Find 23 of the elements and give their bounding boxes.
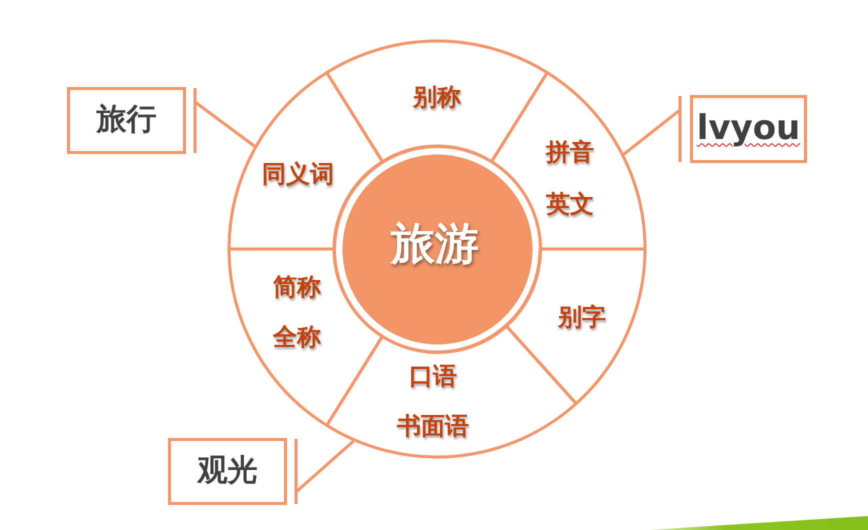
term-box	[690, 95, 807, 163]
ring-segment	[227, 247, 384, 427]
ring-segment	[504, 247, 647, 406]
term-box	[168, 438, 287, 505]
leader-line	[622, 94, 682, 164]
term-box	[67, 87, 186, 154]
term-label: lvyou	[696, 109, 800, 149]
segment-label: 别字	[558, 304, 606, 332]
term-label: 观光	[198, 454, 258, 489]
ring-segment	[227, 71, 384, 251]
segment-label: 拼音	[546, 139, 594, 167]
segment-label: 英文	[546, 191, 594, 219]
leader-line	[194, 86, 256, 154]
segment-label: 同义词	[262, 161, 334, 189]
center-label: 旅游	[391, 220, 479, 270]
segment-label: 口语	[409, 363, 457, 391]
term-label: 旅行	[96, 103, 156, 138]
center-circle	[332, 144, 542, 354]
leader-line	[294, 438, 355, 506]
segment-label: 简称	[273, 274, 321, 302]
segment-label: 全称	[273, 324, 321, 352]
segment-label: 别称	[413, 84, 461, 112]
segment-label: 书面语	[397, 413, 469, 441]
